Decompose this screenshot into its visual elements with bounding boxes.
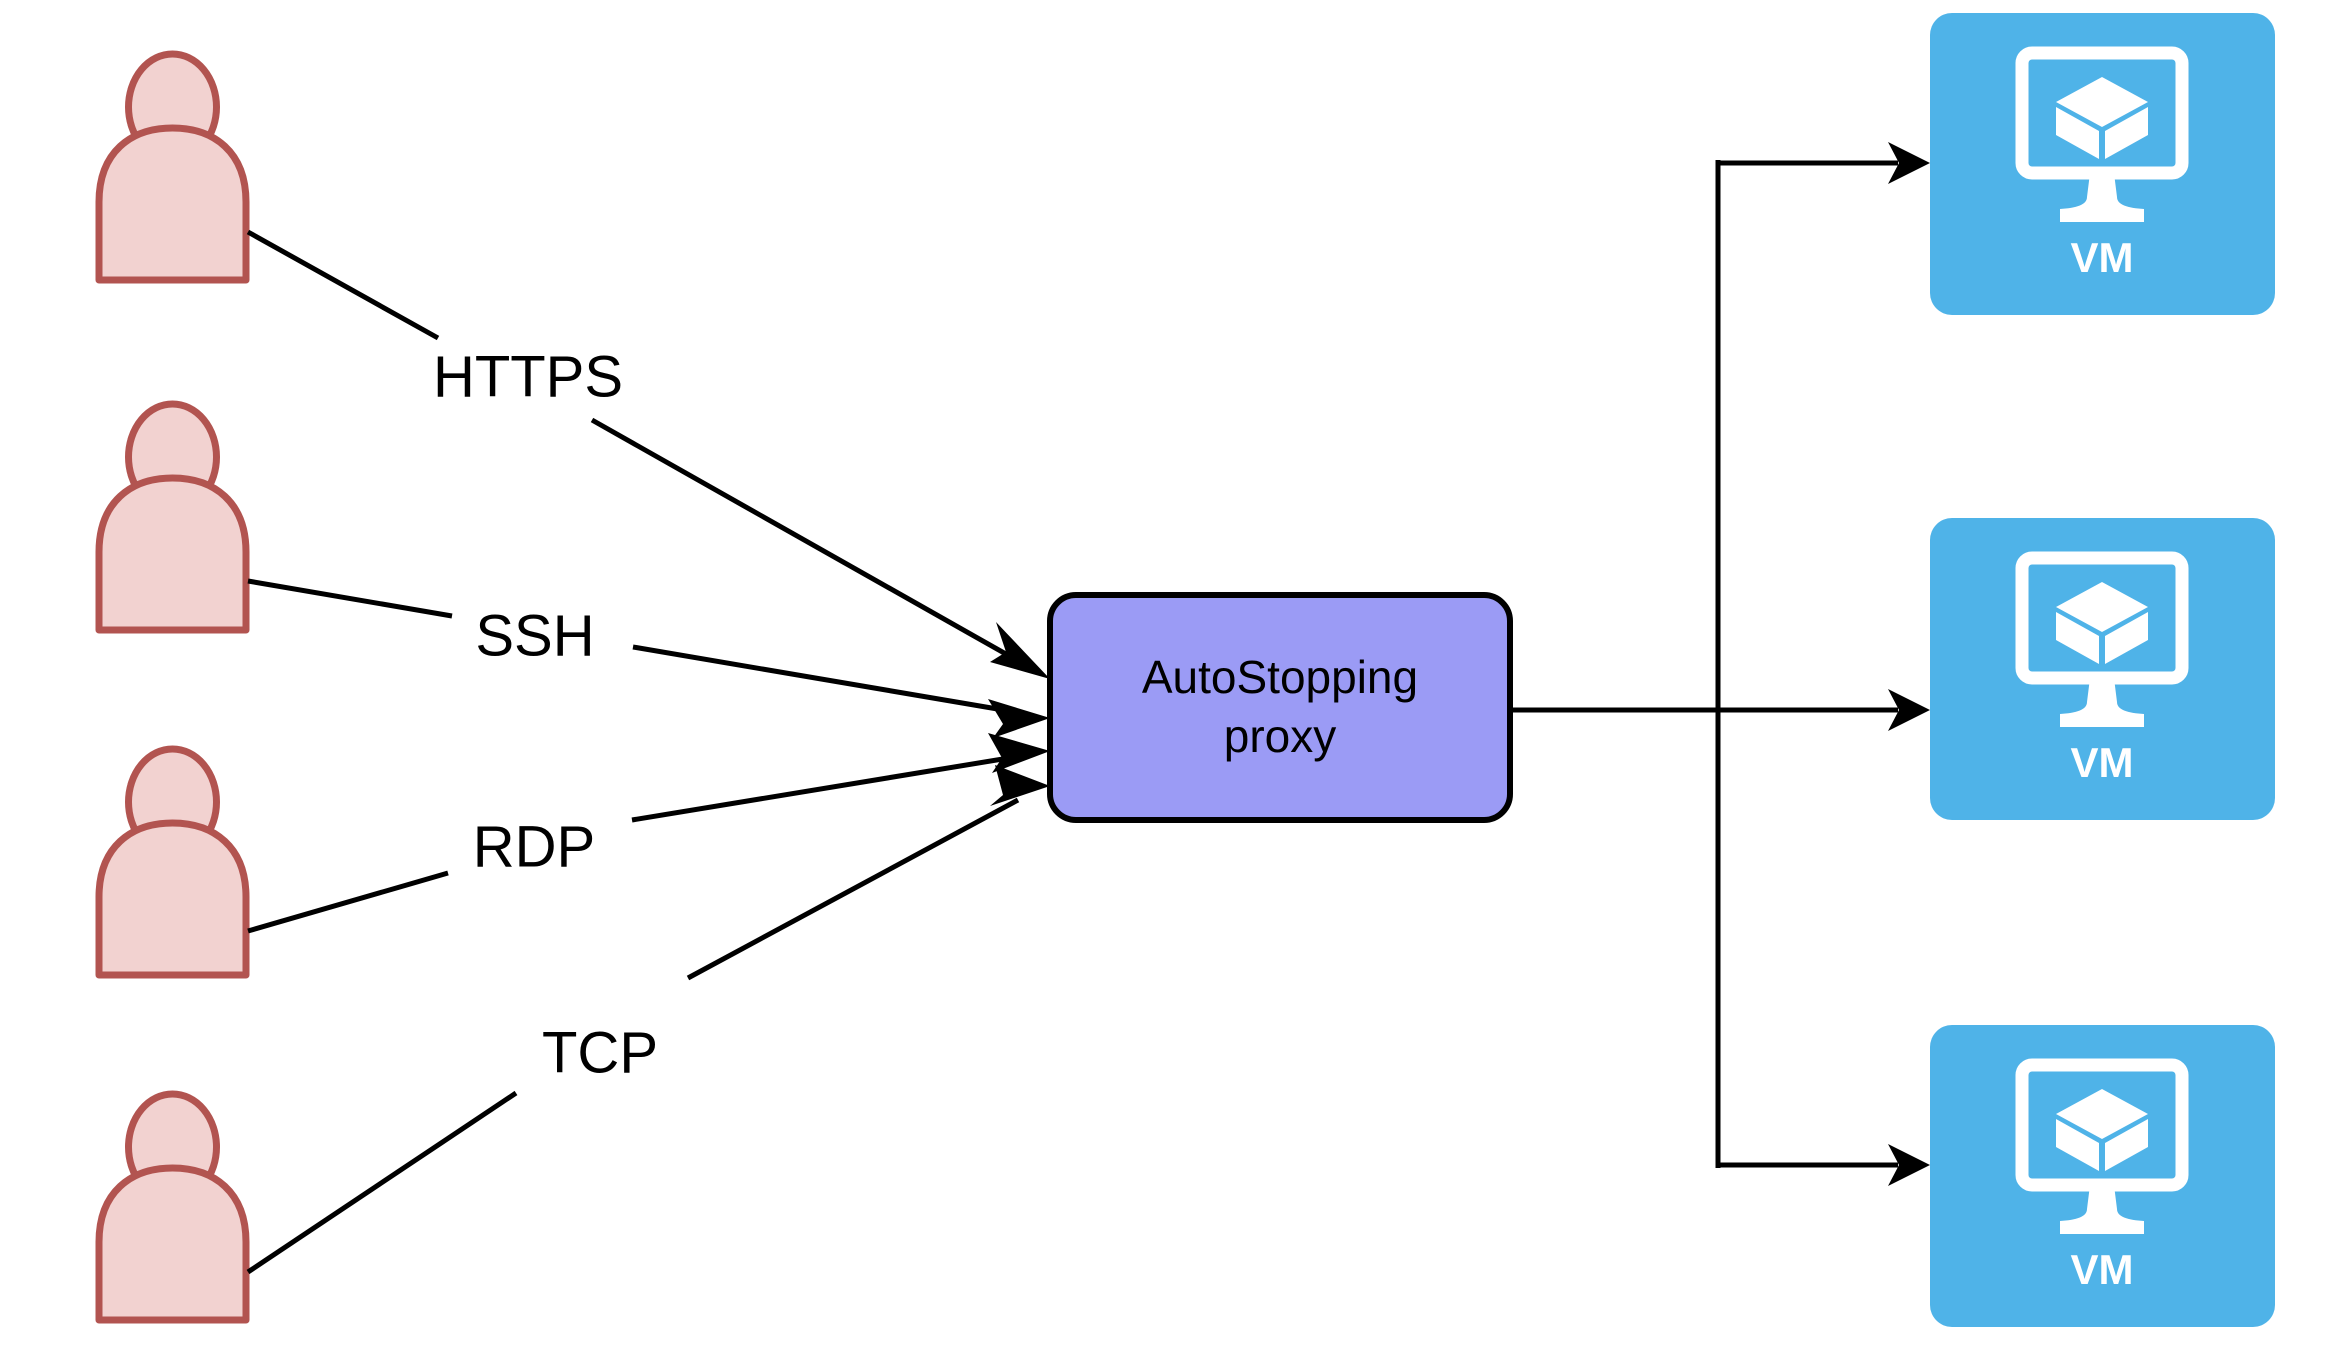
arrow-head-vm-1 (1888, 142, 1930, 184)
proxy-label-line2: proxy (1224, 710, 1336, 762)
arrow-head-vm-2 (1888, 689, 1930, 731)
user-actor-1[interactable] (99, 54, 246, 280)
inbound-edges-group (246, 229, 1050, 1275)
protocol-label-text: RDP (473, 814, 595, 879)
proxy-label-line1: AutoStopping (1142, 651, 1418, 703)
vm-card-label: VM (2071, 234, 2134, 281)
arrow-head-tcp (990, 765, 1050, 806)
person-icon (99, 749, 246, 975)
label-https: HTTPS (432, 344, 624, 414)
protocol-label-text: SSH (475, 603, 594, 668)
edge-tcp[interactable] (246, 765, 1050, 1275)
autostopping-proxy-node[interactable]: AutoStopping proxy (1047, 592, 1513, 823)
person-icon (99, 1094, 246, 1320)
label-rdp: RDP (457, 814, 612, 884)
protocol-labels-group: HTTPS SSH RDP TCP (432, 344, 676, 1090)
user-actor-3[interactable] (99, 749, 246, 975)
actors-group (99, 54, 246, 1320)
person-icon (99, 404, 246, 630)
vm-cards-group: VM VM VM (1930, 13, 2275, 1327)
edge-proxy-to-vm-2[interactable] (1718, 689, 1930, 731)
arrow-head-https (990, 622, 1050, 679)
protocol-label-text: TCP (542, 1020, 658, 1085)
vm-card-label: VM (2071, 1246, 2134, 1293)
edge-proxy-to-vm-1[interactable] (1716, 142, 1930, 184)
outbound-edges-group (1510, 142, 1930, 1186)
user-actor-2[interactable] (99, 404, 246, 630)
protocol-label-text: HTTPS (433, 344, 623, 409)
edge-ssh[interactable] (247, 578, 1050, 738)
label-tcp: TCP (524, 1020, 676, 1090)
edge-https[interactable] (246, 229, 1050, 679)
vm-card-label: VM (2071, 739, 2134, 786)
label-ssh: SSH (460, 603, 610, 674)
arrow-head-ssh (988, 699, 1050, 738)
vm-card-2[interactable]: VM (1930, 518, 2275, 820)
proxy-box-shape (1047, 592, 1513, 823)
arrow-head-rdp (988, 733, 1050, 773)
person-icon (99, 54, 246, 280)
vm-card-3[interactable]: VM (1930, 1025, 2275, 1327)
edge-proxy-to-vm-3[interactable] (1716, 1144, 1930, 1186)
user-actor-4[interactable] (99, 1094, 246, 1320)
vm-card-1[interactable]: VM (1930, 13, 2275, 315)
edge-rdp[interactable] (247, 733, 1050, 934)
arrow-head-vm-3 (1888, 1144, 1930, 1186)
